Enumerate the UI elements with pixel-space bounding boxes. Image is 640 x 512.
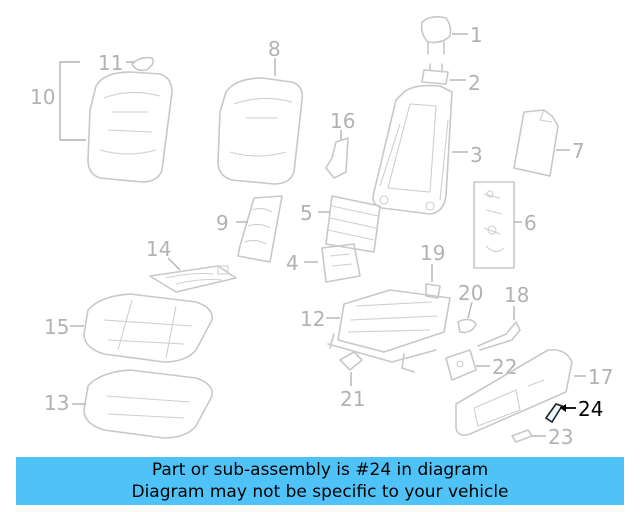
callout-3: 3 (470, 143, 483, 167)
leader-14 (167, 257, 181, 271)
part-1-headrest (420, 15, 452, 55)
callout-4: 4 (286, 251, 299, 275)
seat-parts-diagram: 10 11 8 1 2 3 7 16 (30, 15, 613, 449)
callout-20: 20 (458, 281, 483, 305)
callout-1: 1 (470, 23, 483, 47)
callout-15: 15 (44, 315, 69, 339)
part-9-lumbar-pad (237, 195, 283, 263)
part-16-bracket (325, 137, 349, 179)
callout-24: 24 (578, 397, 603, 421)
arrow-24-icon (560, 404, 566, 412)
leader-10 (59, 61, 86, 141)
callout-10: 10 (30, 85, 55, 109)
callout-14: 14 (146, 237, 171, 261)
callout-23: 23 (548, 425, 573, 449)
callout-21: 21 (340, 387, 365, 411)
callout-19: 19 (420, 241, 445, 265)
part-11-clip (131, 56, 154, 72)
callout-11: 11 (98, 51, 123, 75)
part-6-hardware-set (473, 181, 515, 269)
part-18-cable (477, 321, 521, 351)
callout-13: 13 (44, 391, 69, 415)
banner-line-2: Diagram may not be specific to your vehi… (131, 482, 509, 502)
part-24-switch-knob (544, 403, 564, 424)
part-23-knob (511, 429, 533, 443)
part-8-seatback-pad (217, 77, 304, 185)
part-4-lumbar-support (321, 243, 361, 283)
callout-2: 2 (468, 71, 481, 95)
callout-16: 16 (330, 109, 355, 133)
part-17-side-shield (455, 348, 573, 436)
part-12-cushion-frame (327, 289, 451, 373)
leader-20 (467, 301, 473, 319)
callout-9: 9 (216, 211, 229, 235)
part-19-small-bracket (425, 283, 441, 299)
info-banner: Part or sub-assembly is #24 in diagram D… (16, 457, 624, 505)
banner-line-1: Part or sub-assembly is #24 in diagram (151, 460, 489, 480)
callout-7: 7 (572, 139, 585, 163)
callout-17: 17 (588, 365, 613, 389)
callout-18: 18 (504, 283, 529, 307)
callout-8: 8 (268, 37, 281, 61)
part-5-spring-panel (325, 195, 381, 253)
part-13-cushion-pad (83, 369, 213, 439)
callout-5: 5 (300, 201, 313, 225)
part-3-seatback-frame (372, 84, 453, 215)
part-21-bracket (339, 351, 363, 371)
callout-6: 6 (524, 211, 537, 235)
part-15-cushion-cover (83, 293, 213, 363)
callout-12: 12 (300, 307, 325, 331)
part-14-heater-pad (149, 265, 237, 293)
part-20-clip (457, 318, 477, 334)
part-22-switch-housing (445, 349, 477, 381)
part-7-back-board (513, 109, 559, 177)
part-2-headrest-guide (421, 63, 449, 85)
part-10-seatback-cover (87, 71, 173, 183)
